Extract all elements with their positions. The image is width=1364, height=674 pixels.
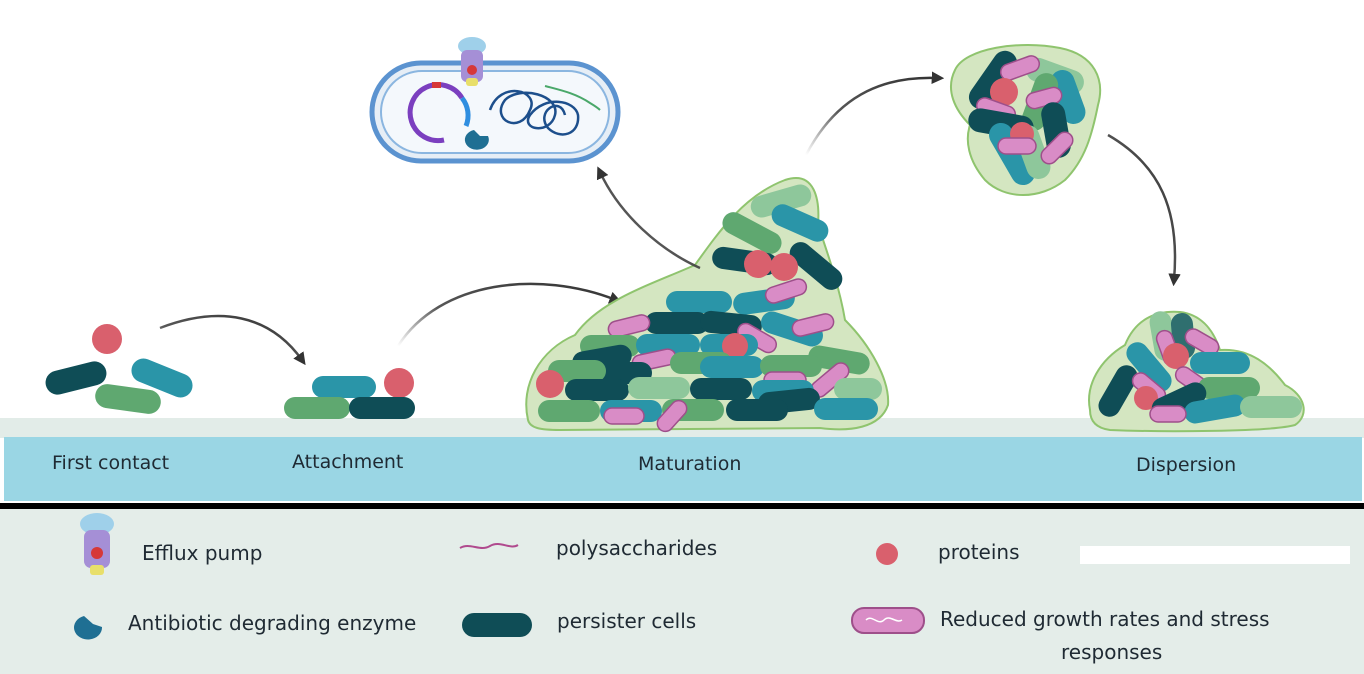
persister-cell (789, 242, 843, 290)
efflux-pump-icon (458, 37, 486, 86)
divider-line (0, 503, 1364, 509)
protein-dot (770, 253, 798, 281)
first-contact-group (45, 324, 193, 414)
protein-dot (1134, 386, 1158, 410)
bacterium-teal (636, 334, 700, 356)
bacterium-teal (1050, 69, 1086, 125)
protein-dot (990, 78, 1018, 106)
chromosome-dna (488, 90, 580, 136)
protein-dot (744, 250, 772, 278)
stressed-cell (1184, 328, 1220, 356)
stressed-cell (997, 137, 1037, 155)
stressed-cell (603, 407, 645, 425)
persister-cell (726, 399, 788, 421)
stage-label-first-contact: First contact (52, 452, 169, 474)
cell-inner-wall (380, 70, 610, 154)
legend-polysaccharides: polysaccharides (556, 536, 718, 560)
bacterium-teal (814, 398, 878, 420)
bacterium-teal (1190, 352, 1250, 374)
stage-label-maturation: Maturation (638, 453, 741, 475)
legend-panel (0, 509, 1364, 674)
plasmid-ring (407, 82, 465, 144)
protein-dot (1163, 343, 1189, 369)
persister-cell-icon (462, 613, 532, 637)
dispersed-cluster (950, 43, 1102, 196)
bacterium-green (548, 360, 606, 382)
bacterium-teal (312, 376, 376, 398)
legend-enzyme: Antibiotic degrading enzyme (128, 611, 417, 635)
persister-cell (690, 378, 752, 400)
arrow-cluster-to-dispersion (1107, 133, 1181, 287)
stressed-cell (1040, 131, 1074, 165)
persister-cell (565, 379, 629, 401)
bacterium-green (628, 377, 690, 399)
stage-label-attachment: Attachment (292, 451, 403, 473)
plasmid-marker (432, 82, 441, 88)
attachment-group (284, 368, 415, 419)
plasmid-segment (459, 96, 471, 127)
substrate-strip (4, 437, 1362, 501)
bacterium-teal (771, 204, 829, 242)
legend-reduced-growth-line1: Reduced growth rates and stress (940, 607, 1270, 631)
bacterium-green (95, 384, 161, 414)
maturation-biofilm (525, 177, 890, 433)
bacterium-green (1240, 396, 1302, 418)
polysaccharide-icon (459, 543, 519, 549)
stressed-cell (656, 399, 688, 433)
bacterium-teal (666, 291, 732, 313)
protein-icon (876, 543, 898, 565)
bacterium-green (750, 184, 812, 218)
persister-cell (45, 361, 107, 395)
bacterium-green (834, 378, 882, 400)
protein-dot (92, 324, 122, 354)
bacterium-green (722, 212, 782, 254)
mrna-strand (544, 85, 601, 111)
protein-dot (722, 333, 748, 359)
bacterium-green (1198, 377, 1260, 399)
legend-persister-cells: persister cells (557, 609, 697, 633)
arrow-contact-to-attachment (159, 314, 306, 366)
enzyme-icon (74, 616, 103, 640)
stressed-cell (764, 278, 808, 304)
stage-label-dispersion: Dispersion (1136, 454, 1236, 476)
legend-white-patch (1080, 546, 1350, 564)
enzyme-icon (464, 130, 489, 150)
stressed-cell (999, 55, 1041, 81)
bacterium-green (808, 345, 870, 375)
arrow-maturation-to-cell (596, 166, 701, 270)
protein-dot (536, 370, 564, 398)
legend-reduced-growth-line2: responses (1061, 640, 1163, 664)
stressed-cell (1149, 405, 1187, 423)
dispersion-biofilm (1088, 310, 1305, 433)
legend-efflux-pump: Efflux pump (142, 541, 263, 565)
bacterium-teal (1184, 394, 1246, 424)
stressed-cell (607, 314, 651, 338)
arrow-attachment-to-maturation (396, 282, 622, 347)
bacterium-teal (131, 358, 193, 398)
stressed-cell-icon (851, 607, 925, 634)
bacterium-green (284, 397, 350, 419)
legend-proteins: proteins (938, 540, 1020, 564)
arrow-maturation-to-cluster (804, 71, 945, 156)
persister-cell (349, 397, 415, 419)
persister-cell (645, 312, 709, 334)
bacterium-green (538, 400, 600, 422)
maturation-cells (536, 184, 882, 433)
bacterium-teal (1126, 342, 1172, 392)
bacterium-teal (700, 356, 764, 378)
stressed-cell-squiggle (865, 617, 903, 623)
efflux-pump-icon (80, 513, 114, 575)
bacterial-cell-inset (369, 37, 621, 164)
protein-dot (384, 368, 414, 398)
persister-cell (1098, 365, 1138, 417)
stressed-cell (791, 313, 835, 337)
